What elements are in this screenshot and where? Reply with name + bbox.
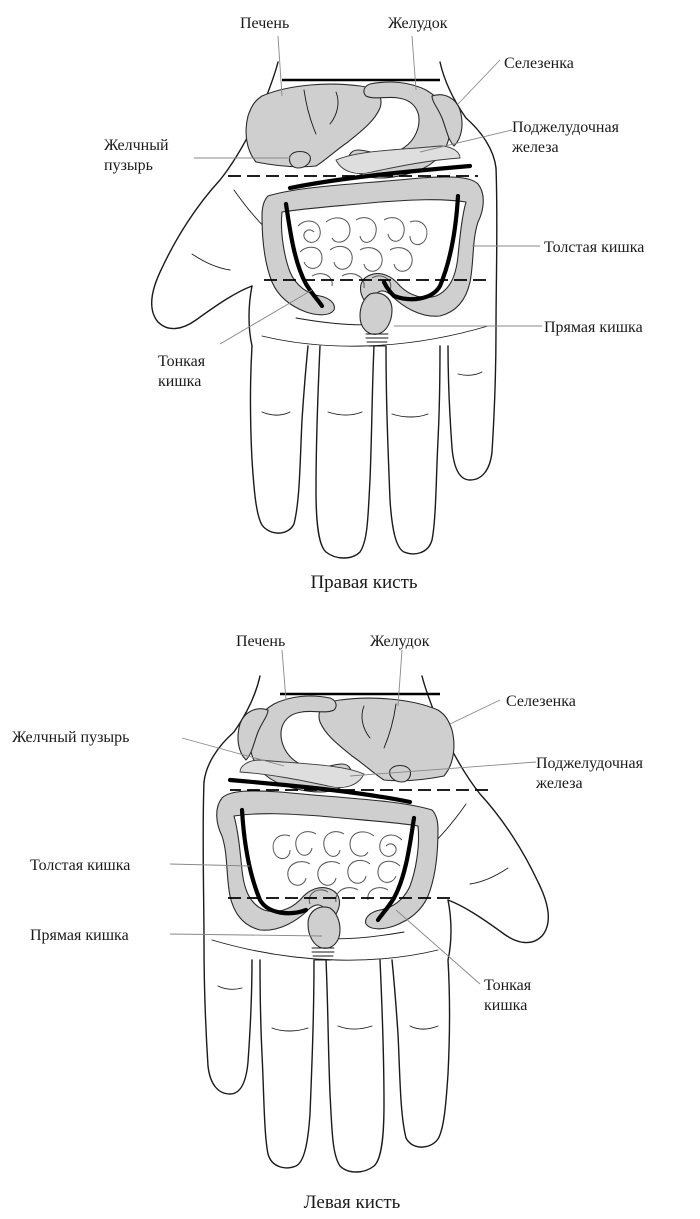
label-line: Тонкая — [484, 977, 532, 994]
leader-lines — [169, 649, 537, 985]
label-small-intestine: Тонкая кишка — [158, 353, 206, 390]
left-hand-organs — [216, 695, 455, 961]
left-hand-diagram: Печень Желудок Селезенка Желчный пузырь … — [12, 633, 644, 1213]
right-hand-organs — [245, 81, 484, 347]
label-line: пузырь — [104, 157, 153, 174]
label-pancreas: Поджелудочная железа — [511, 119, 620, 156]
colon-reflex-line — [381, 193, 461, 302]
label-line: Поджелудочная — [536, 755, 644, 772]
label-gallbladder: Желчный пузырь — [104, 137, 169, 174]
label-liver: Печень — [236, 633, 285, 650]
label-rectum: Прямая кишка — [30, 927, 129, 944]
label-spleen: Селезенка — [504, 55, 574, 72]
label-line: кишка — [158, 373, 201, 390]
label-stomach: Желудок — [370, 633, 430, 650]
label-colon: Толстая кишка — [30, 857, 130, 874]
colon-reflex-line — [375, 815, 417, 923]
label-spleen: Селезенка — [506, 693, 576, 710]
label-gallbladder: Желчный пузырь — [12, 729, 129, 746]
label-line: железа — [535, 775, 583, 792]
right-hand-diagram: Печень Желудок Селезенка Поджелудочная же… — [104, 15, 644, 593]
label-line: Желчный — [104, 137, 169, 154]
caption-left-hand: Левая кисть — [304, 1192, 401, 1213]
label-small-intestine: Тонкая кишка — [484, 977, 532, 1014]
colon-reflex-line — [287, 163, 473, 191]
colon-reflex-line — [227, 777, 413, 805]
label-colon: Толстая кишка — [544, 239, 644, 256]
leader-lines — [194, 35, 542, 345]
colon-reflex-line — [283, 201, 325, 309]
caption-right-hand: Правая кисть — [310, 572, 417, 593]
label-line: железа — [511, 139, 559, 156]
label-liver: Печень — [240, 15, 289, 32]
label-pancreas: Поджелудочная железа — [535, 755, 644, 792]
label-line: Тонкая — [158, 353, 206, 370]
label-line: Поджелудочная — [512, 119, 620, 136]
label-rectum: Прямая кишка — [544, 319, 643, 336]
label-line: кишка — [484, 997, 527, 1014]
colon-reflex-line — [239, 807, 309, 916]
label-stomach: Желудок — [388, 15, 448, 32]
